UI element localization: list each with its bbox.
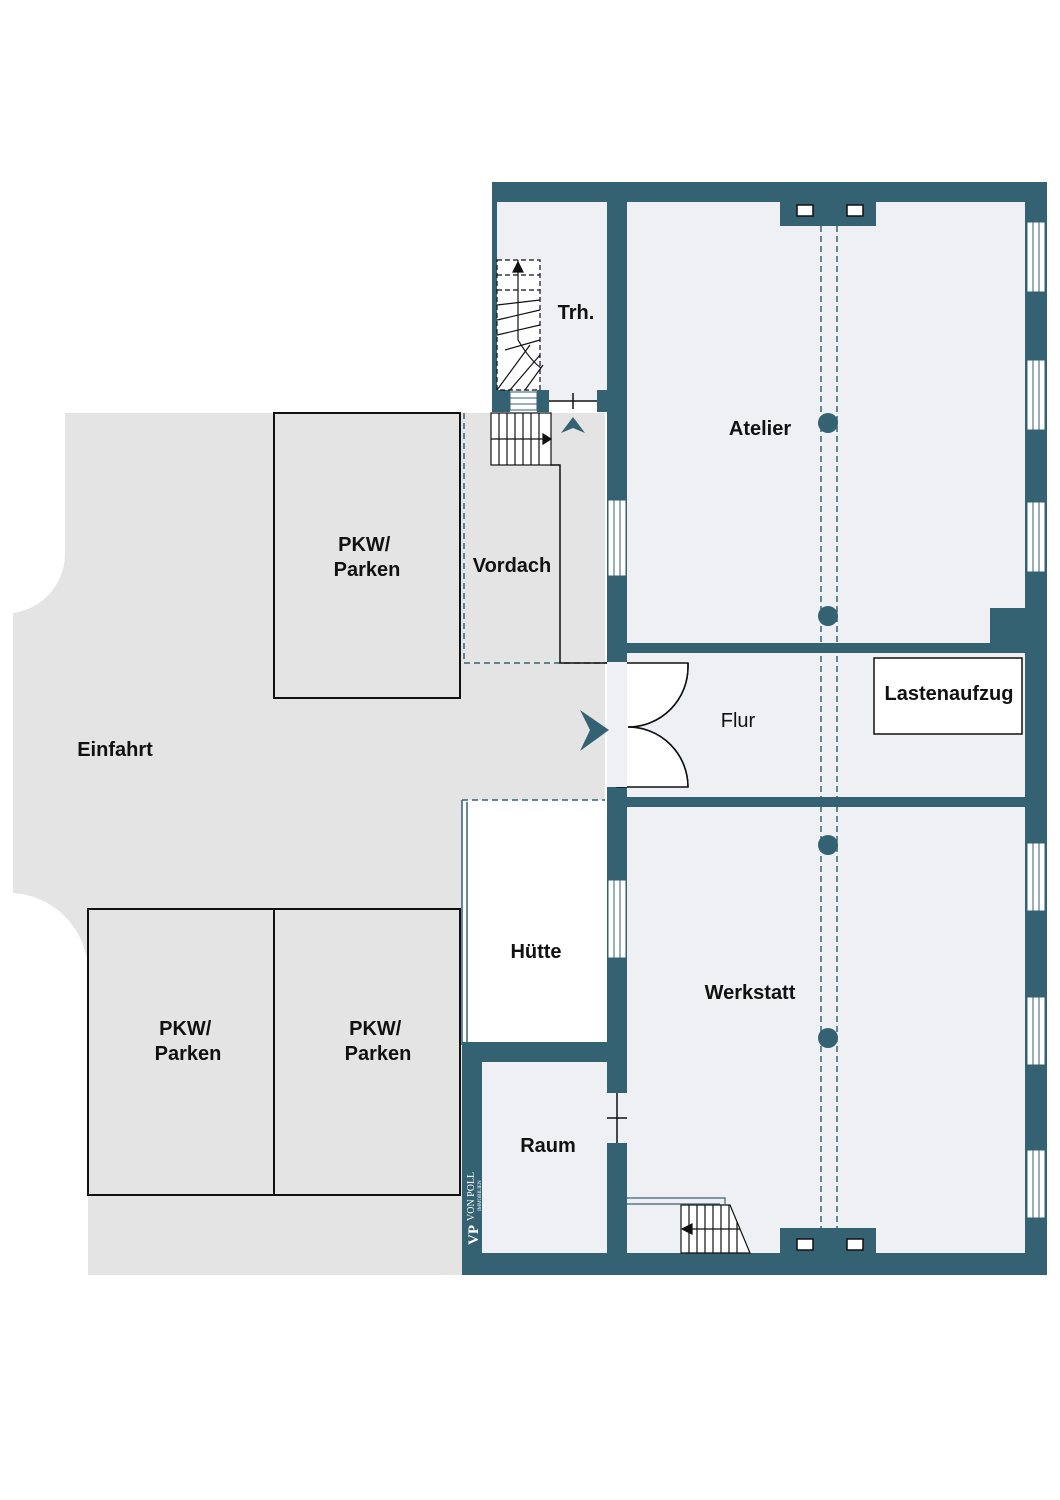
room-labels: Trh. Atelier Flur Lastenaufzug Werkstatt… [77, 302, 1013, 1157]
label-parking-bottom-left-line1: PKW/ [159, 1018, 212, 1040]
column-2 [818, 606, 838, 626]
column-1 [818, 413, 838, 433]
label-werkstatt: Werkstatt [705, 982, 796, 1004]
logo-sub: IMMOBILIEN [478, 1180, 483, 1211]
label-parking-bottom-right: PKW/ Parken [345, 1018, 412, 1065]
logo-name: VON POLL [466, 1172, 477, 1221]
window-right-1 [1026, 221, 1046, 293]
label-raum: Raum [520, 1135, 576, 1157]
wall-trh-bottom-mid [537, 390, 549, 412]
parking-spaces [87, 412, 461, 1196]
columns [818, 413, 838, 1048]
wall-corner-block [990, 608, 1047, 648]
lastenaufzug-box [873, 657, 1023, 735]
label-treppenhaus: Trh. [558, 302, 595, 324]
label-huette: Hütte [510, 941, 561, 963]
label-parking-bottom-right-line2: Parken [345, 1043, 412, 1065]
window-right-2 [1026, 359, 1046, 431]
window-center-lower [607, 879, 627, 959]
raum-door-marker [607, 1093, 627, 1143]
window-trh [509, 391, 538, 411]
wall-atelier-flur [607, 643, 1047, 653]
label-einfahrt: Einfahrt [77, 739, 153, 761]
wall-right [1025, 182, 1047, 1275]
wall-bottom [462, 1253, 1047, 1275]
door-gaps [607, 662, 689, 788]
window-right-5 [1026, 996, 1046, 1066]
werkstatt-stair [627, 1197, 751, 1254]
trh-stair [496, 259, 544, 391]
label-parking-bottom-left-line2: Parken [155, 1043, 222, 1065]
parking-space-top [273, 412, 461, 699]
beams [820, 226, 838, 1228]
wall-center-upper [607, 182, 627, 662]
window-right-3 [1026, 501, 1046, 573]
vordach-inner-line [550, 464, 607, 664]
label-atelier: Atelier [729, 418, 791, 440]
label-parking-top-line2: Parken [334, 559, 401, 581]
outside-stair [490, 412, 553, 466]
huette-side-line [461, 800, 468, 1045]
column-4 [818, 1028, 838, 1048]
wall-center-lower [607, 787, 627, 1275]
wall-trh-left [492, 182, 497, 392]
logo-mark: VP [466, 1225, 482, 1245]
label-flur: Flur [721, 710, 756, 732]
trh-entrance-arrow-icon [561, 417, 585, 433]
wall-raum-top [462, 1042, 627, 1062]
windows [509, 221, 1046, 1219]
wall-flur-werkstatt [617, 797, 1047, 807]
trh-door-marker [549, 393, 597, 409]
window-right-4 [1026, 842, 1046, 912]
annex-outlines [461, 413, 607, 1045]
parking-space-bottom-right [273, 908, 461, 1196]
chimney-flues [796, 204, 864, 1251]
window-center-upper [607, 499, 627, 577]
von-poll-logo: VP VON POLL IMMOBILIEN [466, 1172, 483, 1245]
label-parking-top: PKW/ Parken [334, 534, 401, 581]
label-lastenaufzug: Lastenaufzug [885, 683, 1014, 705]
wall-top [492, 182, 1047, 202]
wall-raum-left [462, 1042, 482, 1275]
label-parking-bottom-right-line1: PKW/ [349, 1018, 402, 1040]
raum-floor [482, 1062, 607, 1255]
wall-trh-bottom-left [492, 390, 510, 412]
label-parking-top-line1: PKW/ [338, 534, 391, 556]
label-parking-bottom-left: PKW/ Parken [155, 1018, 222, 1065]
label-vordach: Vordach [473, 555, 552, 577]
entrance-arrow-icon [580, 710, 609, 751]
column-3 [818, 835, 838, 855]
window-right-6 [1026, 1149, 1046, 1219]
